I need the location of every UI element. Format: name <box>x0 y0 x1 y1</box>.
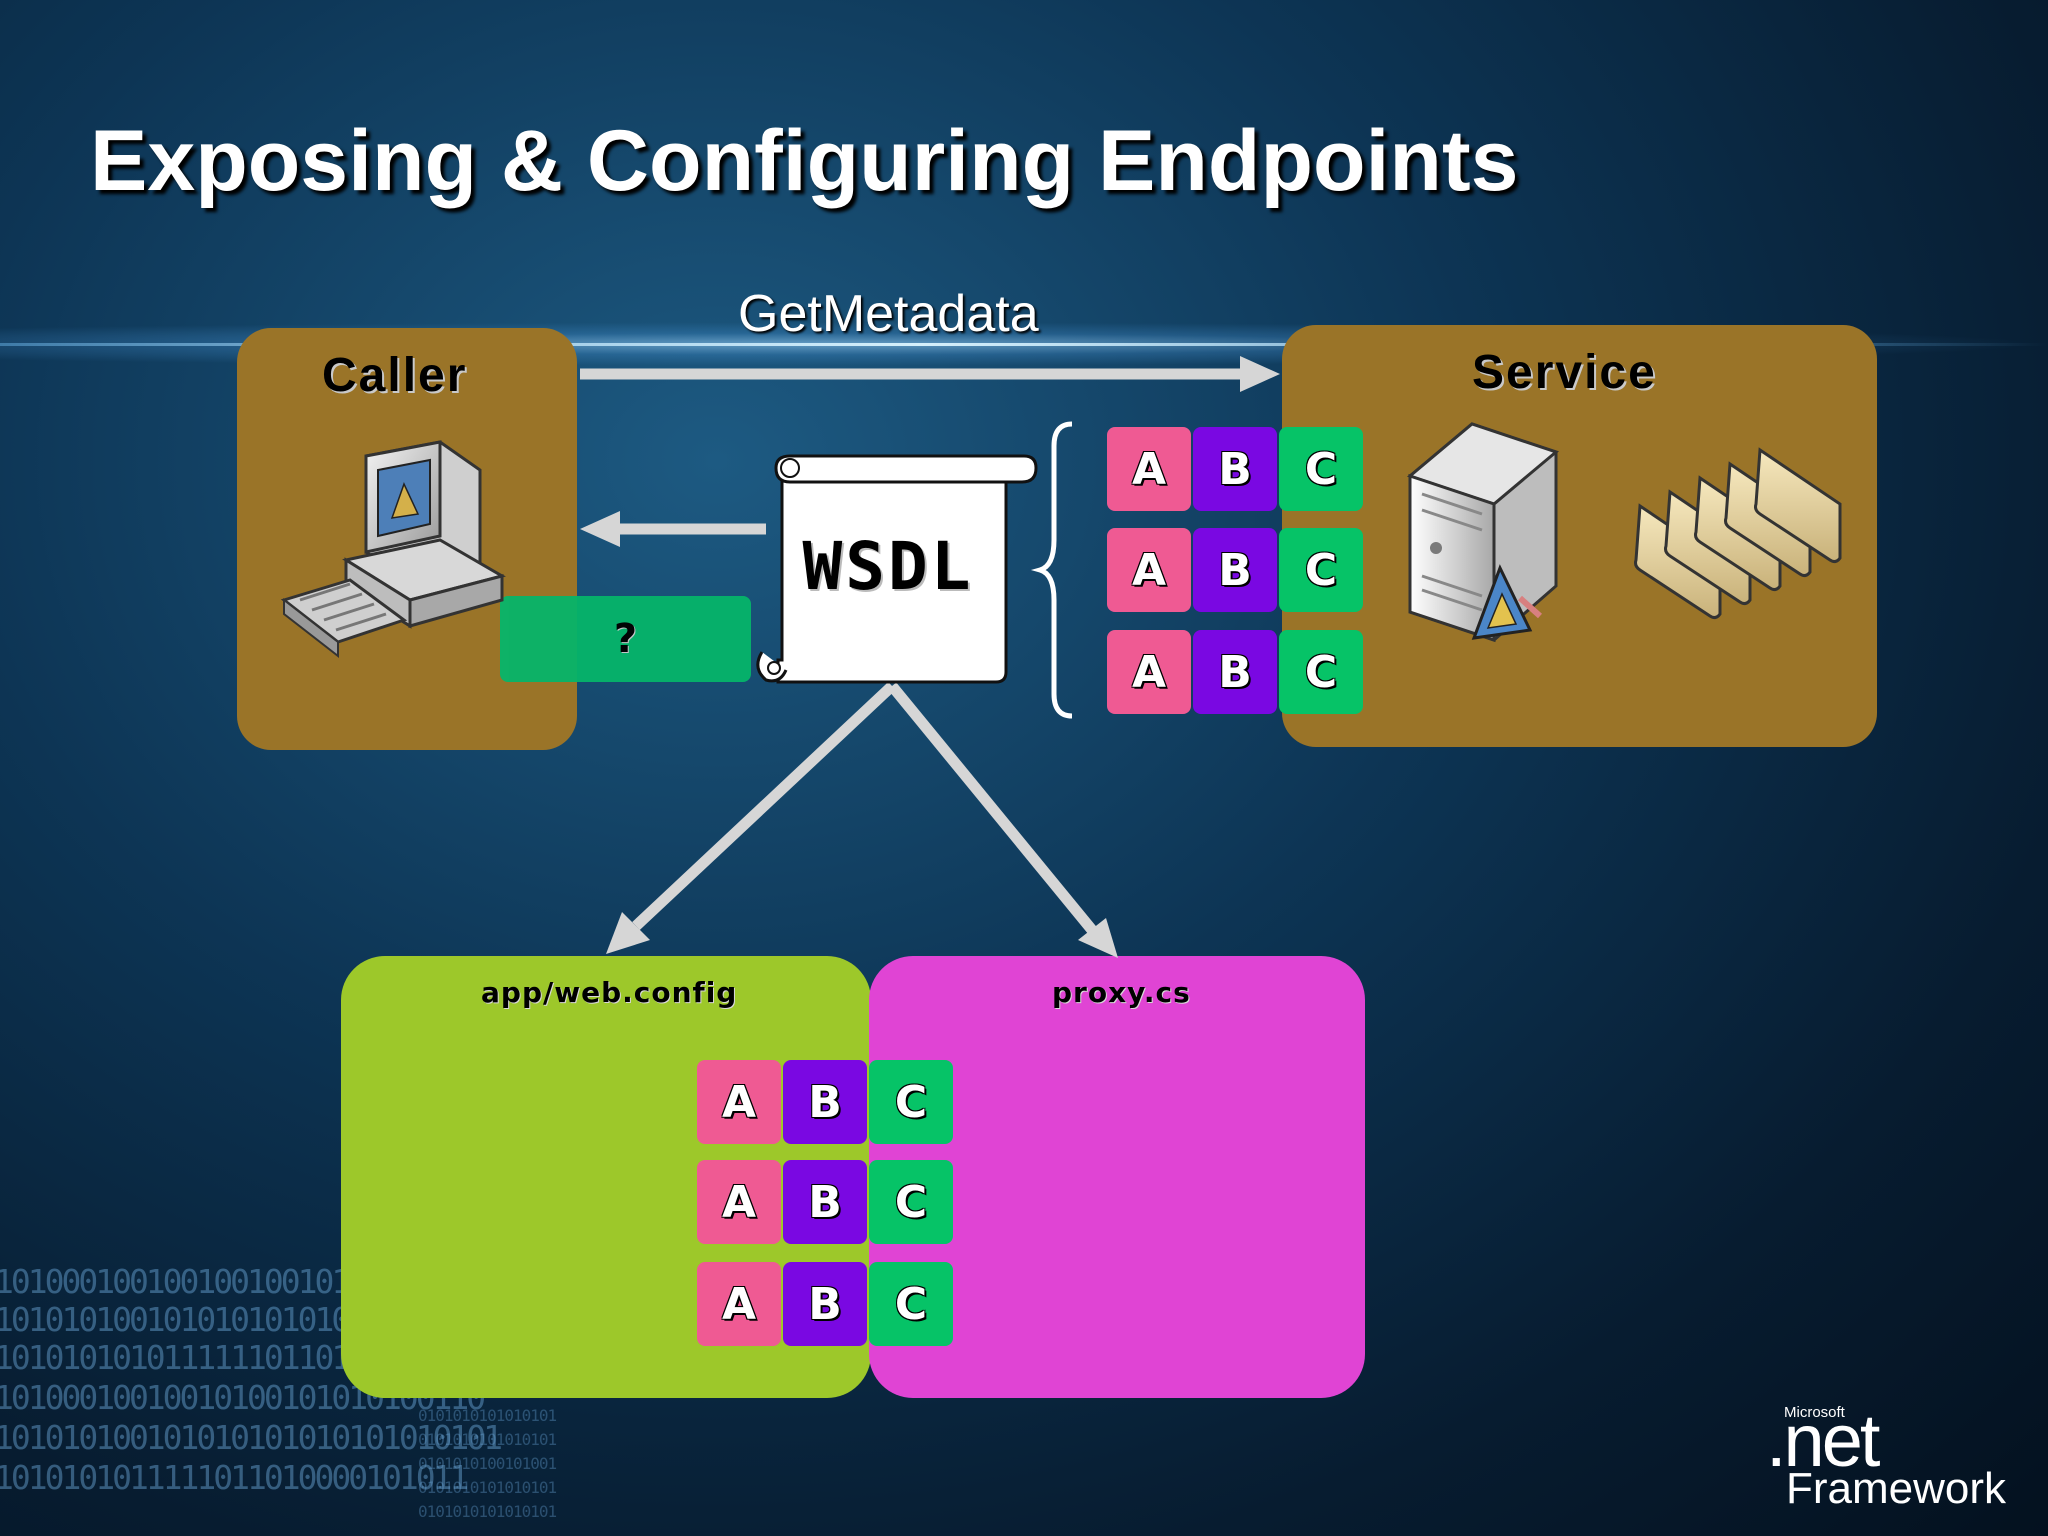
service-label: Service <box>1472 346 1657 399</box>
wsdl-label: WSDL <box>802 528 974 605</box>
binding-tile: B <box>783 1060 867 1144</box>
proxy-file-label: proxy.cs <box>1052 976 1191 1009</box>
binary-background: 0101010101010101 <box>418 1430 557 1449</box>
getmetadata-label: GetMetadata <box>738 285 1039 343</box>
address-tile: A <box>1107 630 1191 714</box>
server-icon <box>1406 422 1560 643</box>
binary-background: 1010101011111011010000101011 <box>0 1458 469 1497</box>
contract-tile: C <box>869 1060 953 1144</box>
microsoft-wordmark: Microsoft <box>1784 1404 1845 1421</box>
address-tile: A <box>1107 427 1191 511</box>
framework-wordmark: Framework <box>1786 1464 2007 1513</box>
wsdl-to-proxy-arrow <box>887 682 1118 958</box>
contract-tile: C <box>869 1160 953 1244</box>
config-file-box: app/web.config <box>341 956 871 1398</box>
getmetadata-arrow <box>580 356 1280 392</box>
address-tile: A <box>697 1160 781 1244</box>
binary-background: 0101010101010101 <box>418 1502 557 1521</box>
computer-icon <box>280 440 506 659</box>
contract-tile: C <box>1279 630 1363 714</box>
binding-tile: B <box>1193 630 1277 714</box>
binding-tile: B <box>1193 427 1277 511</box>
address-tile: A <box>697 1060 781 1144</box>
slide-title: Exposing & Configuring Endpoints <box>90 113 1519 209</box>
binary-background: 0101010101010101 <box>418 1406 557 1425</box>
dotnet-wordmark: .net <box>1766 1399 1880 1482</box>
binding-tile: B <box>1193 528 1277 612</box>
brace-icon <box>1030 421 1073 719</box>
binary-background: 0101010100101001 <box>418 1454 557 1473</box>
wsdl-scroll-icon <box>756 454 1038 684</box>
address-tile: A <box>1107 528 1191 612</box>
light-streak-line <box>0 343 2048 346</box>
binding-tile: B <box>783 1262 867 1346</box>
caller-label: Caller <box>322 349 468 402</box>
binary-background: 101010100101010101010101010101 <box>0 1418 503 1457</box>
wsdl-return-arrow <box>580 511 766 547</box>
config-file-label: app/web.config <box>481 976 738 1009</box>
contract-tile: C <box>1279 427 1363 511</box>
unknown-endpoint-box: ? <box>500 596 751 682</box>
binding-tile: B <box>783 1160 867 1244</box>
folders-icon <box>1634 447 1842 620</box>
contract-tile: C <box>869 1262 953 1346</box>
unknown-endpoint-label: ? <box>613 616 638 662</box>
binary-background: 0101010101010101 <box>418 1478 557 1497</box>
wsdl-to-config-arrow <box>606 681 896 954</box>
contract-tile: C <box>1279 528 1363 612</box>
address-tile: A <box>697 1262 781 1346</box>
